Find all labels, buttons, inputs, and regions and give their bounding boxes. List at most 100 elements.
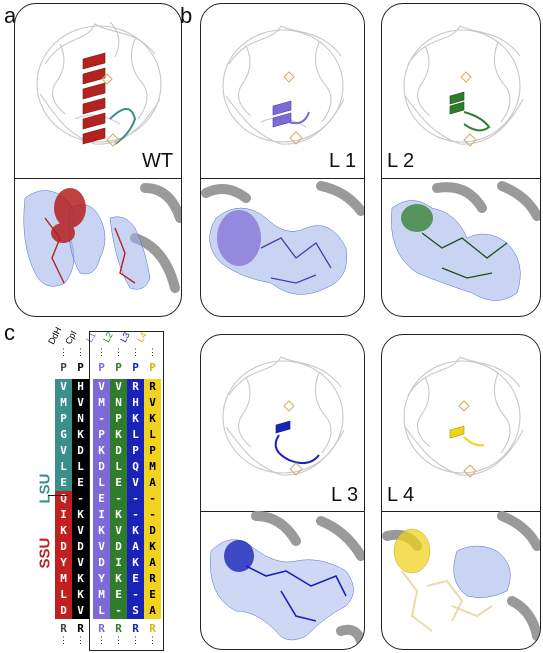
residue-cell: L xyxy=(98,476,105,489)
panel-letter-c: c xyxy=(4,320,15,345)
residue-cell: S xyxy=(132,604,139,617)
residue-cell: - xyxy=(132,508,139,521)
density-closeup-l4 xyxy=(382,511,540,641)
residue-cell: I xyxy=(98,508,105,521)
card-divider xyxy=(15,178,181,179)
residue-cell: V xyxy=(98,380,105,393)
residue-cell: K xyxy=(98,524,105,537)
residue-cell: D xyxy=(77,540,84,553)
top-marker-ddh: P xyxy=(60,361,67,374)
residue-cell: A xyxy=(149,476,156,489)
residue-cell: E xyxy=(115,588,122,601)
residue-cell: L xyxy=(132,428,139,441)
residue-cell: V xyxy=(77,556,84,569)
column-header-ddh: DdH xyxy=(46,325,64,346)
residue-cell: E xyxy=(55,475,72,491)
residue-cell: M xyxy=(55,571,72,587)
residue-cell: P xyxy=(149,444,156,457)
residue-cell: N xyxy=(115,396,122,409)
residue-cell: D xyxy=(149,524,156,537)
residue-cell: D xyxy=(98,556,105,569)
residue-cell: L xyxy=(55,459,72,475)
residue-cell: H xyxy=(77,380,84,393)
structure-card-l1: L 1 xyxy=(200,3,365,317)
residue-cell: V xyxy=(132,476,139,489)
residue-cell: E xyxy=(115,476,122,489)
loop-columns-frame xyxy=(89,331,164,651)
column-header-cpi: CpI xyxy=(63,328,79,346)
residue-cell: D xyxy=(77,444,84,457)
residue-cell: L xyxy=(149,428,156,441)
alignment-dots: ⋮ xyxy=(131,635,140,645)
alignment-dots: ⋮ xyxy=(59,347,68,357)
residue-cell: - xyxy=(132,492,139,505)
card-divider xyxy=(382,511,540,512)
bottom-marker-l1: R xyxy=(98,622,105,635)
protein-structure-wt xyxy=(36,21,162,147)
ssu-label: SSU xyxy=(36,537,54,569)
density-closeup-wt xyxy=(23,183,181,293)
card-label-l3: L 3 xyxy=(331,484,359,506)
residue-cell: I xyxy=(115,556,122,569)
residue-cell: P xyxy=(132,444,139,457)
residue-cell: V xyxy=(115,380,122,393)
residue-cell: K xyxy=(55,523,72,539)
panel-letter-b: b xyxy=(180,3,193,28)
residue-cell: K xyxy=(77,572,84,585)
residue-cell: D xyxy=(115,540,122,553)
protein-structure-l2 xyxy=(403,25,524,147)
residue-cell: - xyxy=(115,492,122,505)
alignment-dots: ⋮ xyxy=(97,347,106,357)
card-divider xyxy=(382,178,540,179)
alignment-dots: ⋮ xyxy=(131,347,140,357)
residue-cell: V xyxy=(77,524,84,537)
residue-cell: A xyxy=(132,540,139,553)
top-marker-l2: P xyxy=(115,361,122,374)
residue-cell: D xyxy=(115,444,122,457)
bottom-marker-ddh: R xyxy=(60,622,67,635)
residue-cell: M xyxy=(149,460,156,473)
residue-cell: E xyxy=(98,492,105,505)
panel-letter-a: a xyxy=(4,3,17,28)
helix-wt xyxy=(82,52,106,145)
alignment-dots: ⋮ xyxy=(59,635,68,645)
residue-cell: K xyxy=(132,556,139,569)
bottom-marker-l4: R xyxy=(149,622,156,635)
residue-cell: K xyxy=(132,412,139,425)
residue-cell: V xyxy=(115,524,122,537)
residue-cell: Q xyxy=(55,491,72,507)
residue-cell: R xyxy=(132,380,139,393)
residue-cell: P xyxy=(55,411,72,427)
top-marker-l1: P xyxy=(98,361,105,374)
residue-cell: D xyxy=(55,603,72,619)
bottom-marker-cpi: R xyxy=(77,622,84,635)
residue-cell: - xyxy=(149,492,156,505)
residue-cell: K xyxy=(149,540,156,553)
card-divider xyxy=(201,511,364,512)
alignment-dots: ⋮ xyxy=(148,635,157,645)
protein-structure-l4 xyxy=(403,356,524,478)
card-label-l1: L 1 xyxy=(329,150,357,172)
residue-cell: K xyxy=(77,588,84,601)
residue-cell: V xyxy=(55,443,72,459)
residue-cell: A xyxy=(149,604,156,617)
protein-structure-l1 xyxy=(222,25,345,145)
residue-cell: P xyxy=(115,412,122,425)
residue-cell: K xyxy=(98,444,105,457)
alignment-dots: ⋮ xyxy=(76,635,85,645)
residue-cell: K xyxy=(115,572,122,585)
top-marker-l3: P xyxy=(132,361,139,374)
residue-cell: A xyxy=(149,556,156,569)
residue-cell: - xyxy=(98,412,105,425)
residue-cell: K xyxy=(132,524,139,537)
residue-cell: V xyxy=(149,396,156,409)
alignment-dots: ⋮ xyxy=(114,347,123,357)
residue-cell: - xyxy=(149,508,156,521)
residue-cell: L xyxy=(98,604,105,617)
residue-cell: L xyxy=(115,460,122,473)
residue-cell: V xyxy=(77,396,84,409)
structure-card-wt: WT xyxy=(14,3,182,317)
